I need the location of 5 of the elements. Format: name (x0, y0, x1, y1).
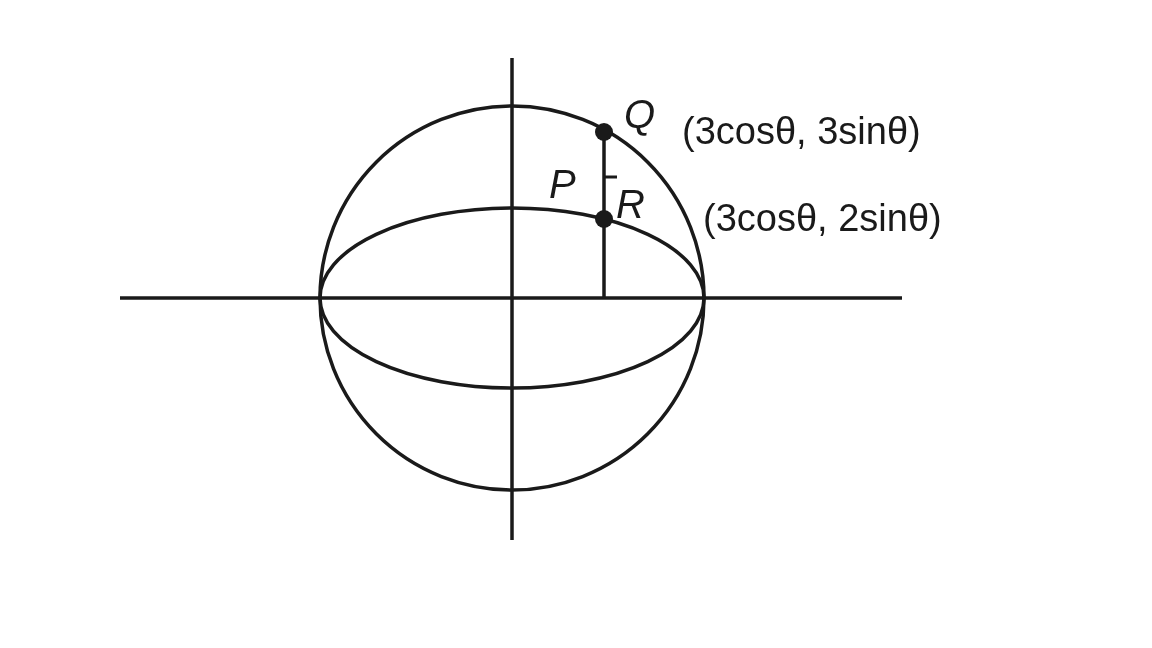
coordinate-label: (3cosθ, 3sinθ) (682, 112, 921, 150)
point-label: R (616, 184, 645, 224)
coordinate-label: (3cosθ, 2sinθ) (703, 199, 942, 237)
point-label: Q (624, 94, 656, 134)
point-label: P (549, 164, 576, 204)
